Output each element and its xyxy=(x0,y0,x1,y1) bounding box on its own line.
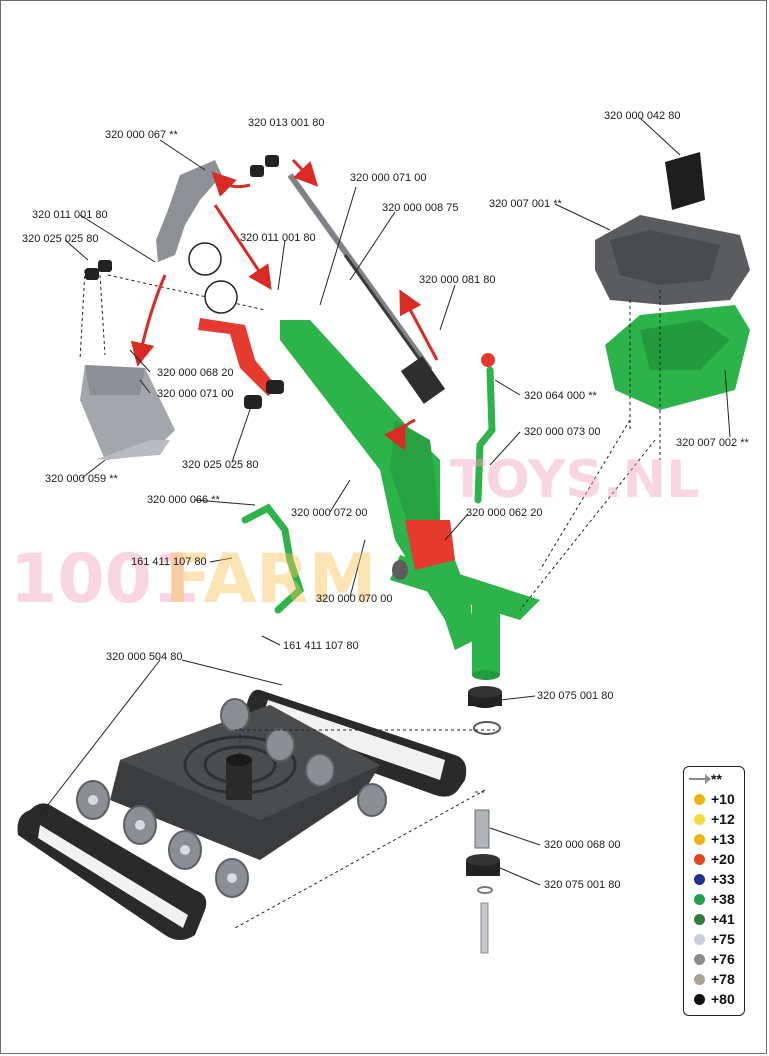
legend-row: +38 xyxy=(684,889,746,909)
part-label: 320 000 066 ** xyxy=(147,494,220,506)
color-dot-icon xyxy=(694,834,705,845)
legend-row: +33 xyxy=(684,869,746,889)
lever-knob xyxy=(481,353,495,367)
part-label: 320 075 001 80 xyxy=(544,879,621,891)
bucket-part xyxy=(80,365,175,460)
part-label: 320 000 042 80 xyxy=(604,110,681,122)
part-label: 320 075 001 80 xyxy=(537,690,614,702)
part-label: 320 000 071 00 xyxy=(157,388,234,400)
part-label: 320 000 062 20 xyxy=(466,507,543,519)
bushing-parts xyxy=(466,686,502,954)
legend-label: +78 xyxy=(711,971,735,987)
legend-label: +80 xyxy=(711,991,735,1007)
assembly-guide-lines xyxy=(79,269,661,929)
grey-arm-bracket xyxy=(85,155,279,280)
watermark-farm: FARM xyxy=(165,540,377,619)
color-dot-icon xyxy=(694,934,705,945)
hydraulic-cylinder xyxy=(287,173,446,404)
part-label: 320 025 025 80 xyxy=(22,233,99,245)
part-label: 320 000 008 75 xyxy=(382,202,459,214)
legend-label: +20 xyxy=(711,851,735,867)
part-label: 320 000 070 00 xyxy=(316,593,393,605)
color-dot-icon xyxy=(694,854,705,865)
seat-and-weight xyxy=(595,152,750,410)
legend-label: +10 xyxy=(711,791,735,807)
part-label: 320 000 071 00 xyxy=(350,172,427,184)
green-main-arm xyxy=(280,320,540,680)
color-dot-icon xyxy=(694,794,705,805)
part-label: 320 000 068 00 xyxy=(544,839,621,851)
part-label: 320 011 001 80 xyxy=(32,209,108,221)
part-label: 320 000 068 20 xyxy=(157,367,234,379)
color-dot-icon xyxy=(694,954,705,965)
legend-label: +41 xyxy=(711,911,735,927)
part-label: 161 411 107 80 xyxy=(283,640,359,652)
legend-row: +78 xyxy=(684,969,746,989)
part-label: 320 000 073 00 xyxy=(524,426,601,438)
part-label: 161 411 107 80 xyxy=(131,556,207,568)
watermark-toys: TOYS.NL xyxy=(450,450,700,510)
label-leader-lines xyxy=(39,117,731,886)
color-dot-icon xyxy=(694,994,705,1005)
undercarriage-assembly xyxy=(17,689,467,940)
legend-label: +75 xyxy=(711,931,735,947)
legend-row: +12 xyxy=(684,809,746,829)
legend-row: +10 xyxy=(684,789,746,809)
part-label: 320 000 059 ** xyxy=(45,473,118,485)
color-dot-icon xyxy=(694,874,705,885)
legend-row: +41 xyxy=(684,909,746,929)
part-label: 320 000 067 ** xyxy=(105,129,178,141)
part-label: 320 000 081 80 xyxy=(419,274,496,286)
part-label: 320 000 504 80 xyxy=(106,651,183,663)
part-label: 320 007 001 ** xyxy=(489,198,562,210)
color-dot-icon xyxy=(694,974,705,985)
legend-row: +76 xyxy=(684,949,746,969)
legend-row: +75 xyxy=(684,929,746,949)
legend-row-arrow: ** xyxy=(684,769,746,789)
part-label: 320 064 000 ** xyxy=(524,390,597,402)
part-label: 320 025 025 80 xyxy=(182,459,259,471)
part-label: 320 013 001 80 xyxy=(248,117,325,129)
part-label: 320 007 002 ** xyxy=(676,437,749,449)
green-levers xyxy=(241,366,496,614)
legend-row: +20 xyxy=(684,849,746,869)
legend-label: +76 xyxy=(711,951,735,967)
watermark-1001: 1001 xyxy=(10,540,200,619)
arrow-icon xyxy=(689,774,711,784)
legend-label: ** xyxy=(711,771,722,787)
color-dot-icon xyxy=(694,914,705,925)
pin-detail-circles xyxy=(188,242,238,314)
legend-row: +80 xyxy=(684,989,746,1009)
color-dot-icon xyxy=(694,894,705,905)
color-legend: ** +10 +12 +13 +20 +33 +38 +41 +75 +76 +… xyxy=(683,766,745,1016)
legend-row: +13 xyxy=(684,829,746,849)
legend-label: +13 xyxy=(711,831,735,847)
color-dot-icon xyxy=(694,814,705,825)
legend-label: +38 xyxy=(711,891,735,907)
assembly-arrows xyxy=(130,158,439,451)
legend-label: +33 xyxy=(711,871,735,887)
part-label: 320 000 072 00 xyxy=(291,507,368,519)
part-label: 320 011 001 80 xyxy=(240,232,316,244)
legend-label: +12 xyxy=(711,811,735,827)
